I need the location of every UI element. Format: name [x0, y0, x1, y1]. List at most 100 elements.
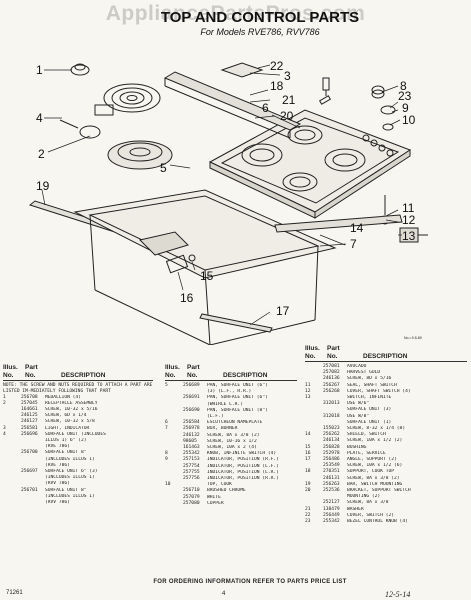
- part-description: BRACKET, SUPPORT SWITCH: [347, 488, 411, 494]
- part-number: 256581: [21, 425, 38, 431]
- part-number: 257755: [183, 469, 200, 475]
- part-description: COVER, SHAFT SWITCH (4): [347, 388, 411, 394]
- service-plate-drawing: [165, 254, 196, 274]
- illus-number: 21: [305, 506, 311, 512]
- callout-13: 13: [402, 229, 416, 243]
- illus-number: [165, 501, 181, 507]
- part-number: 252127: [323, 500, 340, 506]
- part-number: 270351: [323, 469, 340, 475]
- col-no-2: No.: [327, 352, 338, 360]
- callout-1: 1: [36, 63, 43, 77]
- part-description: ESCUTCHEON NAMEPLATE: [207, 420, 263, 426]
- part-description: (INCLUDES ILLUS 1): [45, 456, 95, 462]
- support-bar-drawing: [163, 71, 302, 139]
- ordering-footer: FOR ORDERING INFORMATION REFER TO PARTS …: [153, 579, 347, 585]
- table-row: (RVV 786): [3, 500, 153, 506]
- part-number: [21, 500, 43, 506]
- part-description: (INCLUDES ILLUS 1): [45, 475, 95, 481]
- callout-20: 20: [280, 109, 294, 123]
- switch-shield-drawing: [274, 214, 403, 233]
- switch-cover-drawing: [220, 62, 264, 78]
- callout-19: 19: [36, 179, 50, 193]
- part-number: 256690: [183, 407, 200, 413]
- part-description: SCREW, 6D x 1/4: [45, 413, 87, 419]
- callout-23: 23: [398, 89, 412, 103]
- part-description: WHITE: [207, 494, 221, 500]
- part-description: ANGLE, SUPPORT (2): [347, 457, 397, 463]
- callout-2: 2: [38, 147, 45, 161]
- part-description: INDICATOR, POSITION (L.F.): [207, 463, 279, 469]
- part-number: 312018: [323, 413, 340, 419]
- illus-number: 6: [165, 420, 168, 426]
- watermark: AppliancePartsPros.com: [105, 2, 366, 25]
- callout-3: 3: [284, 69, 291, 83]
- part-number: 256710: [183, 488, 200, 494]
- part-description: USE W/6": [347, 401, 370, 407]
- illus-number: 18: [305, 469, 311, 475]
- part-number: 256828: [323, 444, 340, 450]
- part-number: 256263: [323, 481, 340, 487]
- part-number: 255342: [183, 451, 200, 457]
- col-no-2: No.: [25, 371, 36, 379]
- illus-number: 23: [305, 519, 311, 525]
- part-description: (3) (L.F., R.R.): [207, 389, 252, 395]
- callout-9: 9: [402, 101, 409, 115]
- leader-lines: [41, 64, 402, 326]
- col-description: DESCRIPTION: [363, 352, 408, 360]
- part-description: SCREW, 8-32 x 1/4 (8): [347, 426, 406, 432]
- part-description: PLATE, SERVICE: [347, 450, 386, 456]
- part-description: SURFACE UNIT (3): [347, 407, 392, 413]
- part-description: SCREW, 8A x 3/8 (2): [347, 475, 400, 481]
- part-number: 164661: [21, 407, 38, 412]
- part-description: USE W/8": [347, 413, 370, 419]
- callout-12: 12: [402, 213, 416, 227]
- part-description: SEAL, SHAFT SWITCH: [347, 382, 397, 388]
- part-number: 257081: [323, 364, 340, 369]
- col-illus: Illus.: [165, 364, 180, 371]
- part-description: (INCLUDES ILLUS 1): [45, 493, 95, 499]
- part-description: SCREW, 10A x 1/2 (6): [347, 463, 403, 469]
- callout-18: 18: [270, 79, 284, 93]
- callout-10: 10: [402, 113, 416, 127]
- part-number: 256696: [21, 431, 38, 437]
- surface-unit-drawing: [59, 63, 161, 139]
- part-number: 252536: [323, 488, 340, 494]
- part-number: 256267: [323, 382, 340, 388]
- col-illus: Illus.: [3, 364, 18, 371]
- part-description: SCREW, 10-16 x 1/2: [207, 438, 257, 444]
- part-description: (WHIRLE L.R.): [207, 401, 243, 407]
- part-description: SCREW, 10-32 x 5/8: [45, 419, 95, 425]
- part-number: 256691: [183, 395, 200, 401]
- part-number: 246125: [21, 413, 38, 419]
- parts-table-1: Illus.Part No.No.DESCRIPTION NOTE: THE S…: [3, 364, 153, 506]
- illus-number: 12: [305, 388, 311, 394]
- part-number: 252978: [323, 450, 340, 456]
- illus-number: 3: [3, 425, 6, 431]
- part-description: BAR, SWITCH MOUNTING: [347, 481, 403, 487]
- part-description: (RVV 786): [45, 481, 70, 487]
- table-row: 312018 USE W/8": [305, 414, 467, 420]
